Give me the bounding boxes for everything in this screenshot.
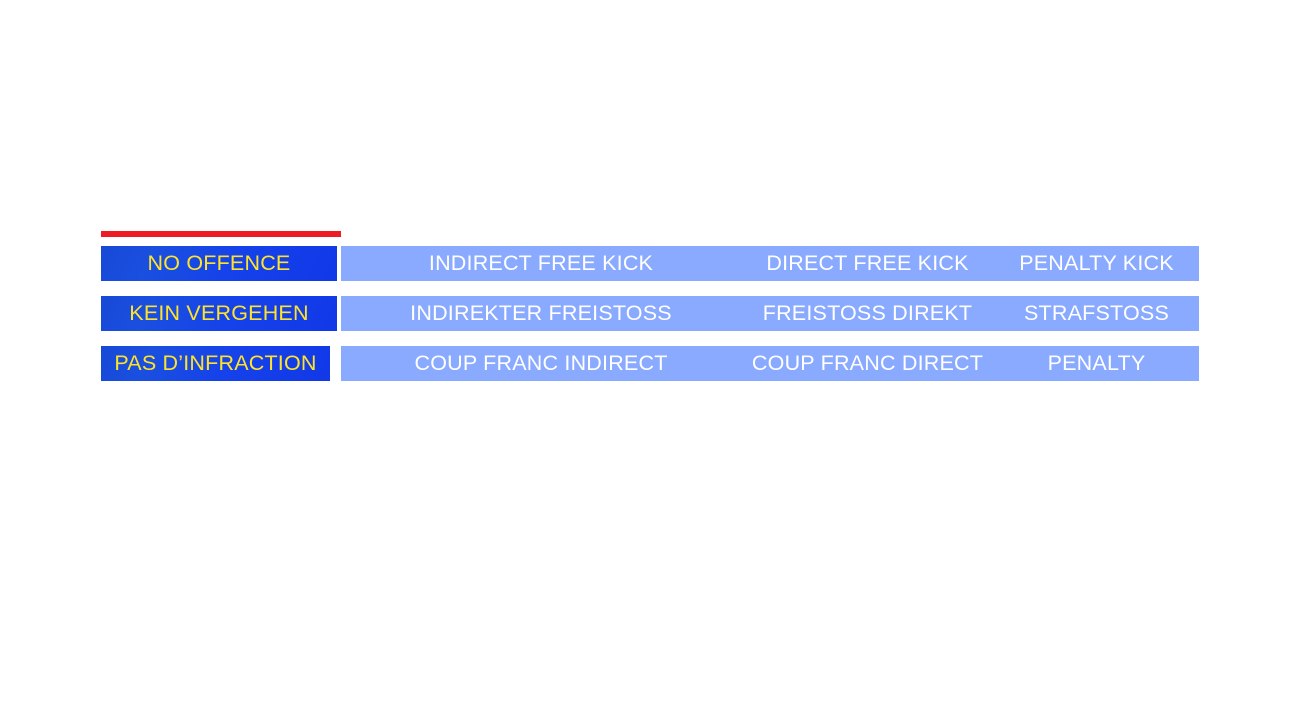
table-row: NO OFFENCE INDIRECT FREE KICK DIRECT FRE… xyxy=(101,246,1199,281)
option-label: INDIREKTER FREISTOSS xyxy=(410,300,672,325)
options-band-german: INDIREKTER FREISTOSS FREISTOSS DIREKT ST… xyxy=(341,296,1199,331)
option-label: STRAFSTOSS xyxy=(1024,300,1169,325)
option-cell-penalty-kick[interactable]: PENALTY KICK xyxy=(994,246,1199,281)
option-label: DIRECT FREE KICK xyxy=(766,250,969,275)
row-label-text: NO OFFENCE xyxy=(147,250,291,275)
option-label: COUP FRANC INDIRECT xyxy=(414,350,668,375)
option-cell-indirekter-freistoss[interactable]: INDIREKTER FREISTOSS xyxy=(341,296,741,331)
option-label: FREISTOSS DIREKT xyxy=(762,300,973,325)
table-row: KEIN VERGEHEN INDIREKTER FREISTOSS FREIS… xyxy=(101,296,1199,331)
options-band-french: COUP FRANC INDIRECT COUP FRANC DIRECT PE… xyxy=(341,346,1199,381)
decision-table: NO OFFENCE INDIRECT FREE KICK DIRECT FRE… xyxy=(101,246,1199,381)
option-cell-indirect-free-kick[interactable]: INDIRECT FREE KICK xyxy=(341,246,741,281)
option-cell-strafstoss[interactable]: STRAFSTOSS xyxy=(994,296,1199,331)
red-accent-rule xyxy=(101,231,341,237)
option-label: INDIRECT FREE KICK xyxy=(428,250,654,275)
option-cell-penalty[interactable]: PENALTY xyxy=(994,346,1199,381)
row-label-text: PAS D’INFRACTION xyxy=(114,350,317,375)
option-label: PENALTY KICK xyxy=(1019,250,1174,275)
row-label-text: KEIN VERGEHEN xyxy=(129,300,309,325)
row-label-cell-french[interactable]: PAS D’INFRACTION xyxy=(101,346,330,381)
cell-gap xyxy=(337,246,341,281)
row-label-cell-german[interactable]: KEIN VERGEHEN xyxy=(101,296,337,331)
cell-gap xyxy=(330,346,341,381)
option-cell-freistoss-direkt[interactable]: FREISTOSS DIREKT xyxy=(741,296,994,331)
option-cell-coup-franc-indirect[interactable]: COUP FRANC INDIRECT xyxy=(341,346,741,381)
table-row: PAS D’INFRACTION COUP FRANC INDIRECT COU… xyxy=(101,346,1199,381)
option-label: COUP FRANC DIRECT xyxy=(751,350,984,375)
row-label-cell-english[interactable]: NO OFFENCE xyxy=(101,246,337,281)
options-band-english: INDIRECT FREE KICK DIRECT FREE KICK PENA… xyxy=(341,246,1199,281)
option-cell-direct-free-kick[interactable]: DIRECT FREE KICK xyxy=(741,246,994,281)
option-label: PENALTY xyxy=(1047,350,1146,375)
option-cell-coup-franc-direct[interactable]: COUP FRANC DIRECT xyxy=(741,346,994,381)
cell-gap xyxy=(337,296,341,331)
